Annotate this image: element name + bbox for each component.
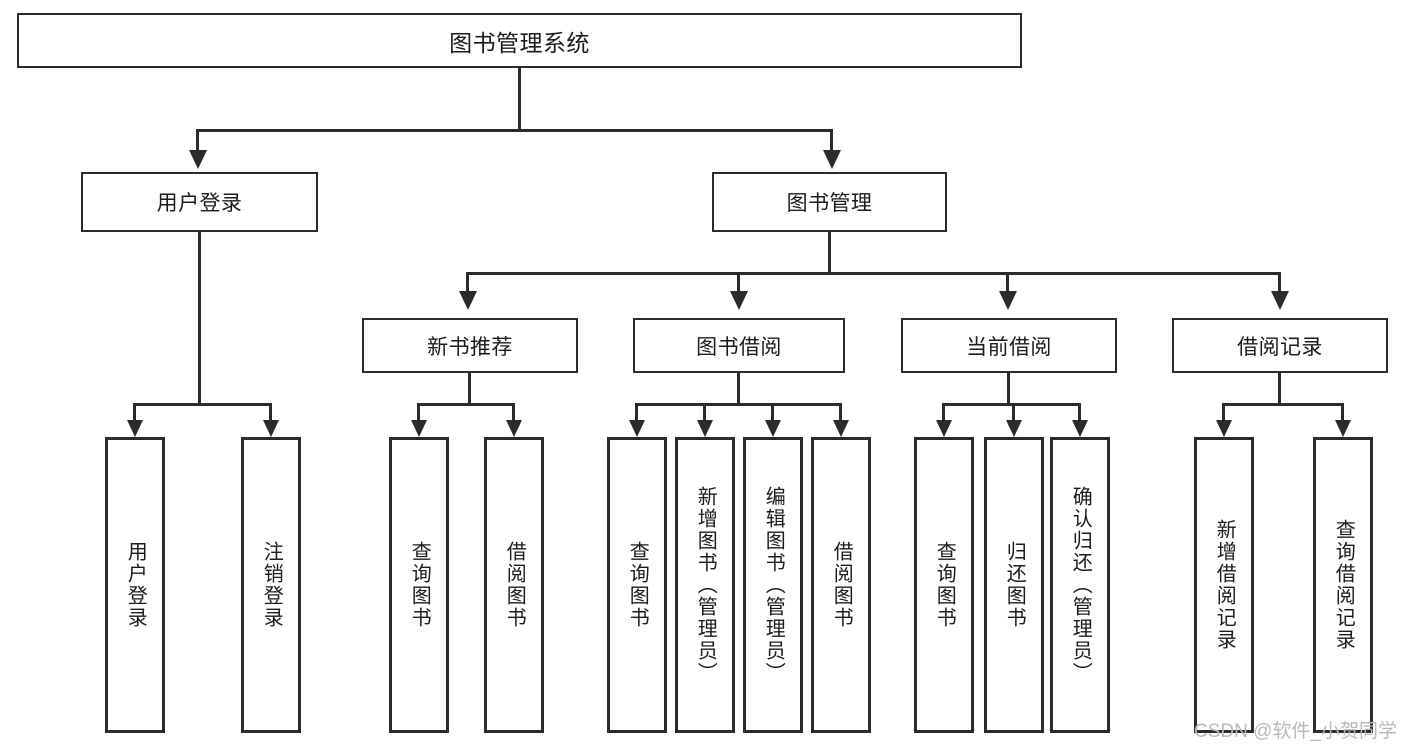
node-label: 查询图书 (626, 541, 649, 629)
node-label: 借阅记录 (1237, 335, 1323, 359)
leaf-new-book-query-book[interactable]: 查询图书 (389, 437, 449, 733)
arrow-nbr-leaf2 (506, 420, 522, 437)
edge-bb-leaf4 (839, 403, 842, 421)
arrow-to-user-login (189, 150, 207, 169)
node-label: 图书管理系统 (449, 29, 590, 56)
node-root-book-management-system[interactable]: 图书管理系统 (17, 13, 1022, 68)
edge-to-book-borrow (737, 272, 740, 292)
arrow-to-book-management (823, 150, 841, 169)
node-label: 图书管理 (786, 192, 873, 215)
arrow-cb-leaf3 (1072, 420, 1088, 437)
edge-cb-leaf3 (1078, 403, 1081, 421)
node-book-borrow[interactable]: 图书借阅 (633, 318, 845, 373)
leaf-book-borrow-edit-book[interactable]: 编辑图书（管理员） (743, 437, 803, 733)
arrow-bb-leaf3 (765, 420, 781, 437)
arrow-br-leaf1 (1216, 420, 1232, 437)
node-label: 查询图书 (408, 541, 431, 629)
edge-bb-leaf1 (635, 403, 638, 421)
edge-cb-leaf2 (1012, 403, 1015, 421)
edge-nbr-leaf1 (417, 403, 420, 421)
edge-br-leaf1 (1222, 403, 1225, 421)
edge-level3-bus (466, 272, 1281, 275)
arrow-to-book-borrow (730, 291, 748, 310)
edge-user-login-leaf1 (133, 403, 136, 421)
leaf-user-login-login[interactable]: 用户登录 (105, 437, 165, 733)
edge-to-book-management (830, 129, 833, 151)
leaf-current-borrow-query-book[interactable]: 查询图书 (914, 437, 974, 733)
node-label: 当前借阅 (966, 335, 1052, 359)
edge-new-book-recommend-bus (417, 403, 515, 406)
arrow-nbr-leaf1 (411, 420, 427, 437)
arrow-to-borrow-record (1271, 291, 1289, 310)
node-label: 注销登录 (260, 541, 283, 629)
arrow-user-login-leaf2 (263, 420, 279, 437)
edge-cb-leaf1 (942, 403, 945, 421)
arrow-br-leaf2 (1335, 420, 1351, 437)
leaf-book-borrow-add-book[interactable]: 新增图书（管理员） (675, 437, 735, 733)
node-label: 新增图书（管理员） (694, 486, 717, 684)
edge-bb-leaf3 (771, 403, 774, 421)
edge-nbr-leaf2 (512, 403, 515, 421)
node-label: 借阅图书 (503, 541, 526, 629)
node-user-login[interactable]: 用户登录 (81, 172, 318, 232)
leaf-borrow-record-query-record[interactable]: 查询借阅记录 (1313, 437, 1373, 733)
node-label: 用户登录 (124, 541, 147, 629)
edge-book-borrow-bus (635, 403, 842, 406)
leaf-new-book-borrow-book[interactable]: 借阅图书 (484, 437, 544, 733)
node-label: 归还图书 (1003, 541, 1026, 629)
arrow-cb-leaf2 (1006, 420, 1022, 437)
edge-to-new-book-recommend (466, 272, 469, 292)
node-label: 确认归还（管理员） (1069, 486, 1092, 684)
node-new-book-recommend[interactable]: 新书推荐 (362, 318, 578, 373)
edge-user-login-leaf2 (269, 403, 272, 421)
edge-to-user-login (196, 129, 199, 151)
node-label: 用户登录 (156, 192, 243, 215)
arrow-bb-leaf4 (833, 420, 849, 437)
arrow-user-login-leaf1 (127, 420, 143, 437)
arrow-bb-leaf2 (697, 420, 713, 437)
edge-bb-leaf2 (703, 403, 706, 421)
leaf-user-login-logout[interactable]: 注销登录 (241, 437, 301, 733)
edge-book-borrow-stem (737, 373, 740, 405)
node-label: 新增借阅记录 (1213, 519, 1236, 651)
node-label: 借阅图书 (830, 541, 853, 629)
leaf-current-borrow-confirm-return[interactable]: 确认归还（管理员） (1050, 437, 1110, 733)
leaf-borrow-record-add-record[interactable]: 新增借阅记录 (1194, 437, 1254, 733)
leaf-book-borrow-borrow-book[interactable]: 借阅图书 (811, 437, 871, 733)
edge-book-management-stem (828, 232, 831, 274)
edge-br-leaf2 (1341, 403, 1344, 421)
arrow-to-current-borrow (999, 291, 1017, 310)
edge-to-borrow-record (1278, 272, 1281, 292)
edge-current-borrow-stem (1007, 373, 1010, 405)
leaf-current-borrow-return-book[interactable]: 归还图书 (984, 437, 1044, 733)
edge-new-book-recommend-stem (468, 373, 471, 405)
node-label: 查询借阅记录 (1332, 519, 1355, 651)
edge-level2-bus (196, 129, 833, 132)
node-current-borrow[interactable]: 当前借阅 (901, 318, 1117, 373)
edge-borrow-record-bus (1222, 403, 1343, 406)
edge-borrow-record-stem (1278, 373, 1281, 405)
node-label: 新书推荐 (427, 335, 513, 359)
arrow-bb-leaf1 (629, 420, 645, 437)
edge-to-current-borrow (1006, 272, 1009, 292)
node-book-management[interactable]: 图书管理 (712, 172, 947, 232)
arrow-cb-leaf1 (936, 420, 952, 437)
node-label: 图书借阅 (696, 335, 782, 359)
leaf-book-borrow-query-book[interactable]: 查询图书 (607, 437, 667, 733)
edge-root-stem (518, 68, 521, 131)
node-label: 编辑图书（管理员） (762, 486, 785, 684)
node-borrow-record[interactable]: 借阅记录 (1172, 318, 1388, 373)
arrow-to-new-book-recommend (459, 291, 477, 310)
edge-user-login-bus (133, 403, 269, 406)
edge-current-borrow-bus (942, 403, 1078, 406)
edge-user-login-stem (198, 232, 201, 405)
node-label: 查询图书 (933, 541, 956, 629)
